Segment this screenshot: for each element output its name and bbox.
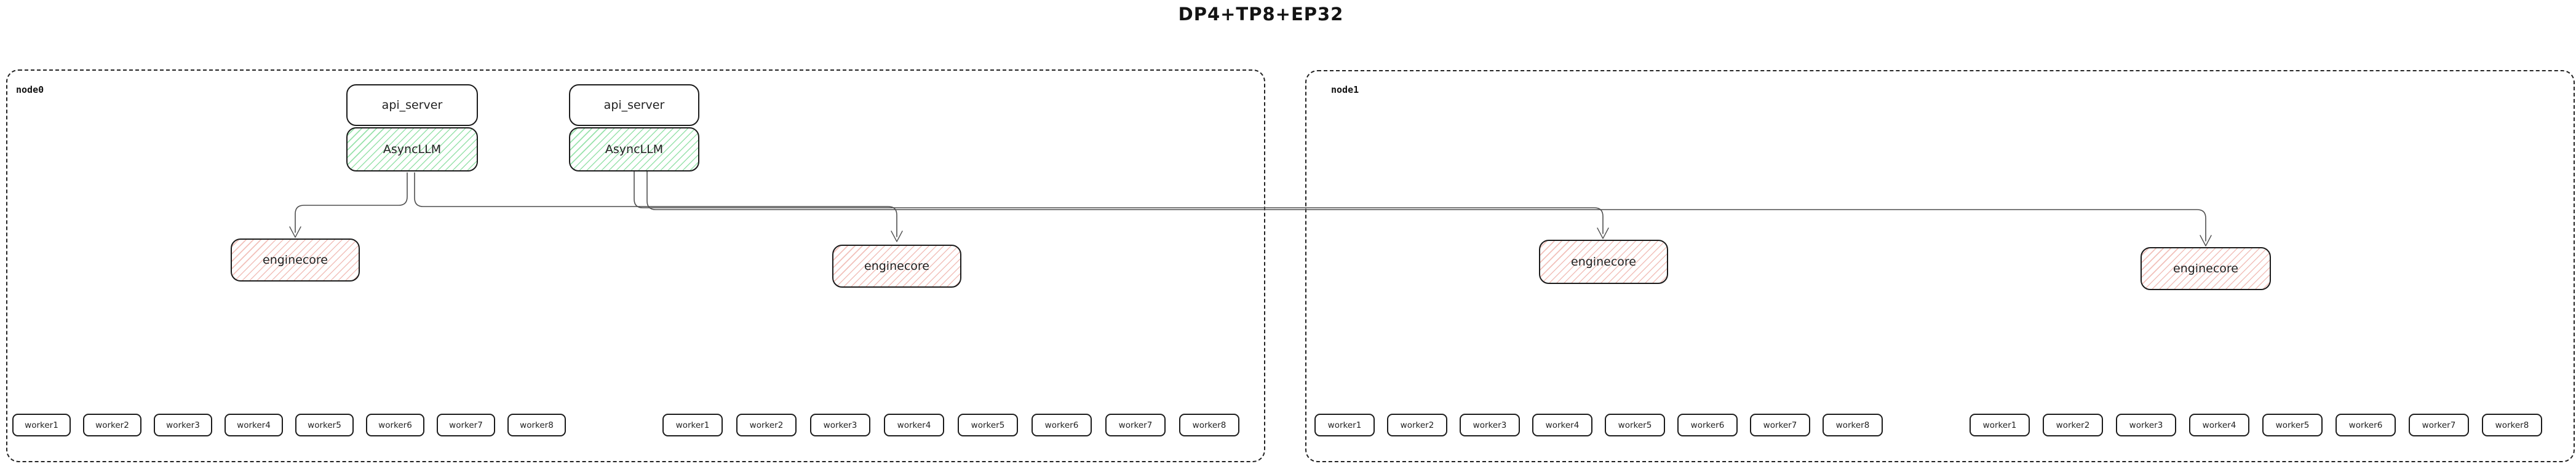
api-server-2-box: api_server (569, 84, 699, 126)
worker-box: worker2 (2043, 414, 2103, 436)
asyncllm-1-label: AsyncLLM (383, 143, 442, 156)
worker-box: worker3 (810, 414, 870, 436)
node1-worker-group-2: worker1 worker2 worker3 worker4 worker5 worke… (1970, 414, 2542, 436)
worker-box: worker8 (507, 414, 566, 436)
worker-box: worker6 (1032, 414, 1092, 436)
node1-label: node1 (1331, 84, 1359, 95)
worker-box: worker5 (958, 414, 1018, 436)
enginecore-1-box: enginecore (231, 238, 360, 282)
worker-box: worker4 (1532, 414, 1592, 436)
enginecore-1-label: enginecore (263, 253, 328, 267)
enginecore-4-box: enginecore (2141, 247, 2271, 290)
enginecore-3-label: enginecore (1571, 255, 1636, 269)
enginecore-2-box: enginecore (832, 245, 961, 288)
asyncllm-2-label: AsyncLLM (605, 143, 664, 156)
worker-box: worker4 (225, 414, 283, 436)
node0-label: node0 (16, 84, 44, 95)
worker-box: worker5 (1605, 414, 1665, 436)
worker-box: worker6 (1677, 414, 1738, 436)
worker-box: worker5 (295, 414, 354, 436)
worker-box: worker6 (2335, 414, 2396, 436)
node0-worker-group-1: worker1 worker2 worker3 worker4 worker5 worke… (12, 414, 566, 436)
worker-box: worker7 (1105, 414, 1166, 436)
api-server-1-label: api_server (381, 98, 443, 112)
asyncllm-2-box: AsyncLLM (569, 127, 699, 171)
asyncllm-1-box: AsyncLLM (346, 127, 478, 171)
diagram-title: DP4+TP8+EP32 (1178, 4, 1344, 25)
worker-box: worker3 (154, 414, 212, 436)
node1-container (1305, 70, 2575, 462)
enginecore-3-box: enginecore (1539, 240, 1668, 284)
worker-box: worker7 (1750, 414, 1810, 436)
node1-worker-group-1: worker1 worker2 worker3 worker4 worker5 worke… (1314, 414, 1883, 436)
worker-box: worker1 (12, 414, 71, 436)
worker-box: worker2 (736, 414, 797, 436)
worker-box: worker3 (2116, 414, 2176, 436)
node0-container (6, 69, 1265, 462)
worker-box: worker7 (437, 414, 495, 436)
worker-box: worker1 (1314, 414, 1375, 436)
worker-box: worker3 (1460, 414, 1520, 436)
worker-box: worker1 (1970, 414, 2030, 436)
enginecore-4-label: enginecore (2173, 262, 2238, 275)
worker-box: worker8 (2482, 414, 2542, 436)
worker-box: worker1 (662, 414, 723, 436)
worker-box: worker4 (2189, 414, 2249, 436)
worker-box: worker5 (2262, 414, 2323, 436)
worker-box: worker8 (1823, 414, 1883, 436)
worker-box: worker8 (1179, 414, 1239, 436)
worker-box: worker2 (83, 414, 141, 436)
worker-box: worker7 (2409, 414, 2469, 436)
worker-box: worker2 (1387, 414, 1447, 436)
worker-box: worker6 (366, 414, 424, 436)
enginecore-2-label: enginecore (864, 259, 929, 273)
node0-worker-group-2: worker1 worker2 worker3 worker4 worker5 worke… (662, 414, 1239, 436)
api-server-1-box: api_server (346, 84, 478, 126)
worker-box: worker4 (884, 414, 944, 436)
api-server-2-label: api_server (603, 98, 665, 112)
